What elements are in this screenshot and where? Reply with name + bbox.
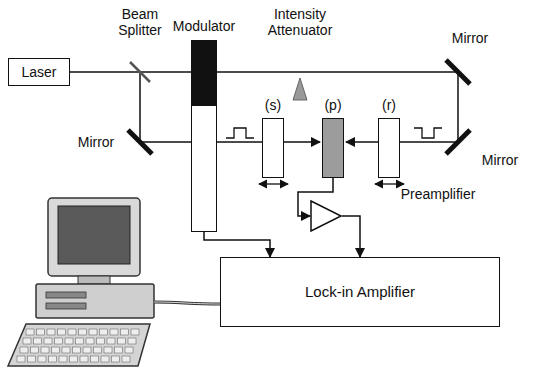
reference-cell bbox=[378, 118, 400, 178]
key bbox=[125, 347, 133, 353]
key bbox=[70, 356, 78, 362]
node-label: (s) bbox=[265, 97, 281, 113]
monitor-stand bbox=[78, 276, 110, 284]
key bbox=[28, 356, 36, 362]
key bbox=[86, 338, 94, 344]
amplifier-triangle bbox=[311, 201, 341, 231]
node-label: Modulator bbox=[173, 18, 235, 34]
key bbox=[112, 356, 120, 362]
key bbox=[76, 338, 84, 344]
key bbox=[62, 347, 70, 353]
computer-illustration bbox=[8, 198, 220, 366]
key bbox=[47, 329, 55, 335]
attenuator-wedge bbox=[293, 78, 307, 100]
key bbox=[80, 356, 88, 362]
key bbox=[38, 356, 46, 362]
cable bbox=[154, 302, 220, 304]
sample-holder: (s) bbox=[262, 118, 284, 178]
key bbox=[100, 329, 108, 335]
key bbox=[122, 356, 130, 362]
key bbox=[131, 329, 139, 335]
mirror bbox=[446, 130, 470, 154]
key bbox=[41, 347, 49, 353]
modulator-chopper bbox=[191, 40, 217, 232]
key bbox=[91, 356, 99, 362]
sample-holder: (r) bbox=[378, 118, 400, 178]
photoacoustic-cell bbox=[322, 118, 344, 178]
monitor-case bbox=[48, 198, 140, 276]
key bbox=[52, 347, 60, 353]
key bbox=[55, 338, 63, 344]
node-label: (p) bbox=[324, 97, 341, 113]
key bbox=[68, 329, 76, 335]
key bbox=[118, 338, 126, 344]
beam-splitter bbox=[130, 62, 150, 82]
attenuator-label: Intensity Attenuator bbox=[260, 6, 340, 38]
modulator: Modulator bbox=[191, 40, 217, 232]
mirror-label: Mirror bbox=[440, 30, 500, 46]
key bbox=[44, 338, 52, 344]
keyboard bbox=[8, 324, 150, 366]
key bbox=[79, 329, 87, 335]
key bbox=[17, 356, 25, 362]
keyboard-keys bbox=[17, 329, 139, 362]
pulse-symbol bbox=[226, 128, 254, 138]
lockin-box: Lock-in Amplifier bbox=[220, 257, 500, 327]
cable-core bbox=[154, 302, 220, 304]
beam-splitter-label: Beam Splitter bbox=[108, 6, 172, 38]
mirror-label: Mirror bbox=[470, 152, 530, 168]
sample-beam bbox=[140, 72, 320, 142]
mirror bbox=[128, 130, 152, 154]
node-label: Preamplifier bbox=[401, 186, 476, 202]
key bbox=[128, 338, 136, 344]
key bbox=[94, 347, 102, 353]
key bbox=[20, 347, 28, 353]
key bbox=[37, 329, 45, 335]
key bbox=[58, 329, 66, 335]
key bbox=[73, 347, 81, 353]
key bbox=[115, 347, 123, 353]
key bbox=[121, 329, 129, 335]
key bbox=[89, 329, 97, 335]
signal-wire bbox=[342, 216, 360, 257]
mirror bbox=[446, 60, 470, 84]
monitor-screen bbox=[58, 206, 130, 264]
key bbox=[31, 347, 39, 353]
disk-drive bbox=[46, 292, 86, 298]
translation-arrow bbox=[375, 183, 404, 184]
laser-box: Laser bbox=[8, 58, 70, 86]
preamplifier: Preamplifier bbox=[310, 200, 342, 232]
key bbox=[49, 356, 57, 362]
mirror-label: Mirror bbox=[66, 134, 126, 150]
pulse-symbol bbox=[414, 128, 442, 138]
key bbox=[34, 338, 42, 344]
amplifier-symbol bbox=[310, 200, 342, 232]
node-label: (r) bbox=[382, 97, 396, 113]
node-label: Laser bbox=[21, 64, 56, 80]
key bbox=[101, 356, 109, 362]
key bbox=[26, 329, 34, 335]
signal-wire bbox=[204, 232, 270, 257]
key bbox=[23, 338, 31, 344]
translation-arrow bbox=[259, 183, 288, 184]
key bbox=[97, 338, 105, 344]
node-label: Lock-in Amplifier bbox=[305, 283, 415, 300]
key bbox=[83, 347, 91, 353]
key bbox=[59, 356, 67, 362]
computer-tower bbox=[36, 284, 154, 318]
key bbox=[65, 338, 73, 344]
key bbox=[107, 338, 115, 344]
key bbox=[104, 347, 112, 353]
disk-drive bbox=[46, 303, 86, 309]
sample-holder: (p) bbox=[322, 118, 344, 178]
sample-cell bbox=[262, 118, 284, 178]
key bbox=[110, 329, 118, 335]
